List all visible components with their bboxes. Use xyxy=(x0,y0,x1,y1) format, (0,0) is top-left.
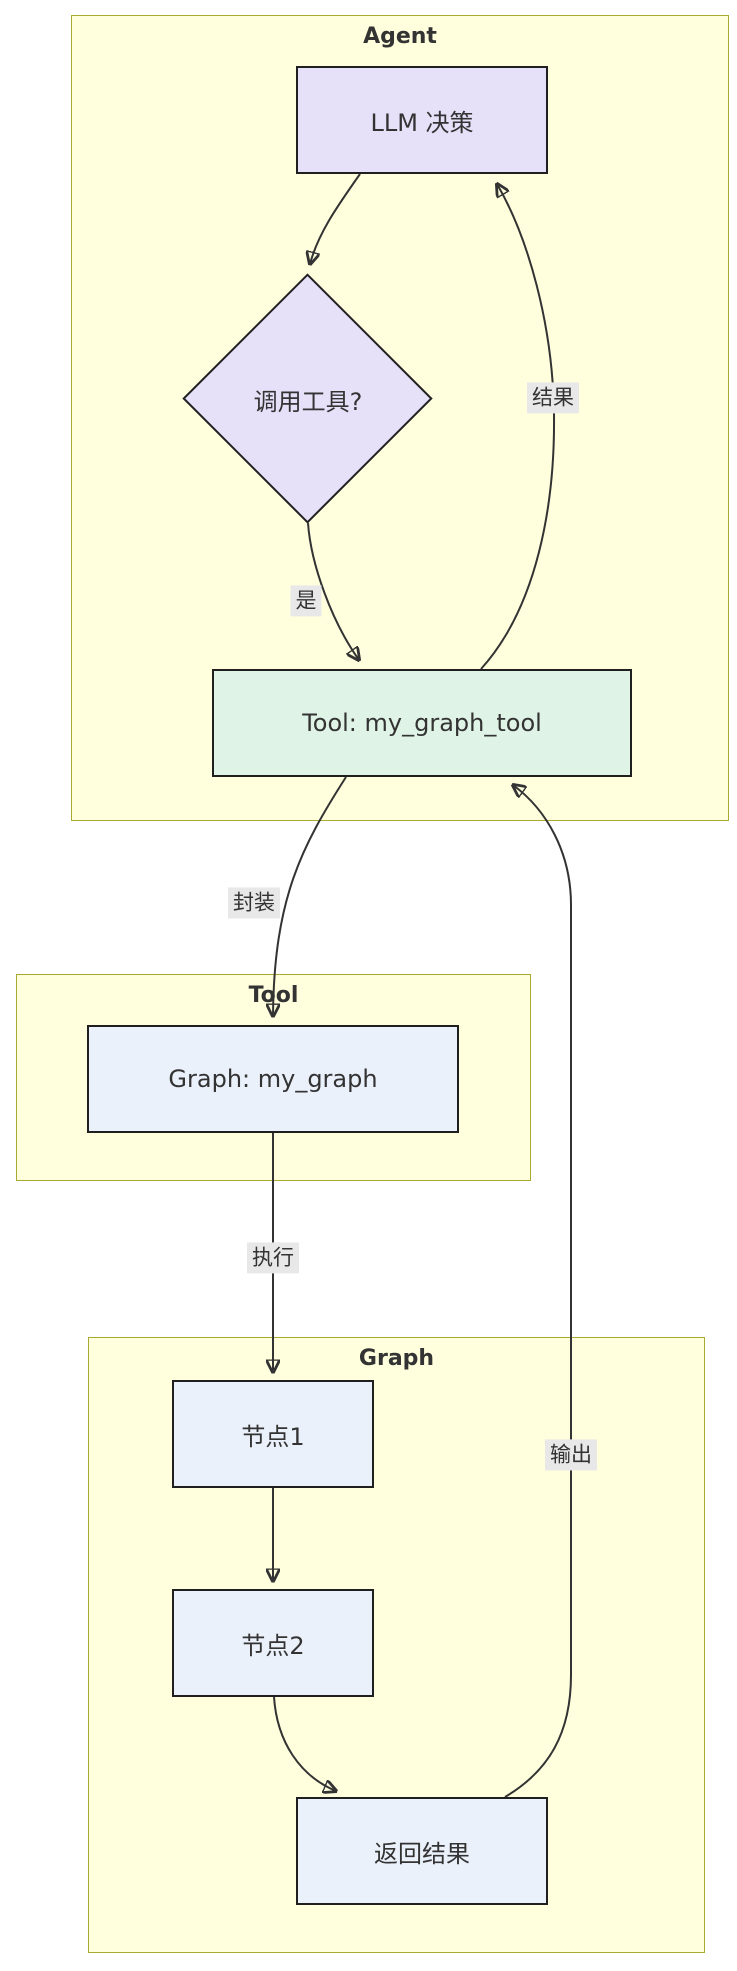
node-llm-decision: LLM 决策 xyxy=(296,66,548,174)
edge-label-execute: 执行 xyxy=(247,1242,299,1274)
edge-llm-to-decision xyxy=(310,173,361,264)
edge-node2-to-result xyxy=(273,1696,336,1791)
node-tool: Tool: my_graph_tool xyxy=(212,669,632,777)
node-2: 节点2 xyxy=(172,1589,374,1697)
node-return-result-label: 返回结果 xyxy=(374,1839,470,1868)
node-call-tool-decision-label: 调用工具? xyxy=(253,388,363,416)
edge-label-encapsulate: 封装 xyxy=(228,887,280,919)
node-1: 节点1 xyxy=(172,1380,374,1488)
node-return-result: 返回结果 xyxy=(296,1797,548,1905)
node-graph: Graph: my_graph xyxy=(87,1025,459,1133)
edge-result-to-tool-output xyxy=(504,785,572,1798)
node-2-label: 节点2 xyxy=(241,1631,305,1660)
edge-tool-to-graphnode-encapsulate xyxy=(273,776,347,1016)
edge-tool-to-llm-result xyxy=(480,184,556,670)
edge-label-yes: 是 xyxy=(290,585,322,617)
cluster-agent-title: Agent xyxy=(363,24,437,49)
node-llm-decision-label: LLM 决策 xyxy=(370,108,474,137)
cluster-graph-title: Graph xyxy=(358,1346,435,1371)
edge-decision-to-tool-yes xyxy=(307,522,359,660)
node-1-label: 节点1 xyxy=(241,1422,305,1451)
edge-label-result: 结果 xyxy=(527,382,579,414)
node-tool-label: Tool: my_graph_tool xyxy=(302,709,542,737)
node-graph-label: Graph: my_graph xyxy=(168,1065,378,1093)
edge-label-output: 输出 xyxy=(545,1439,597,1471)
